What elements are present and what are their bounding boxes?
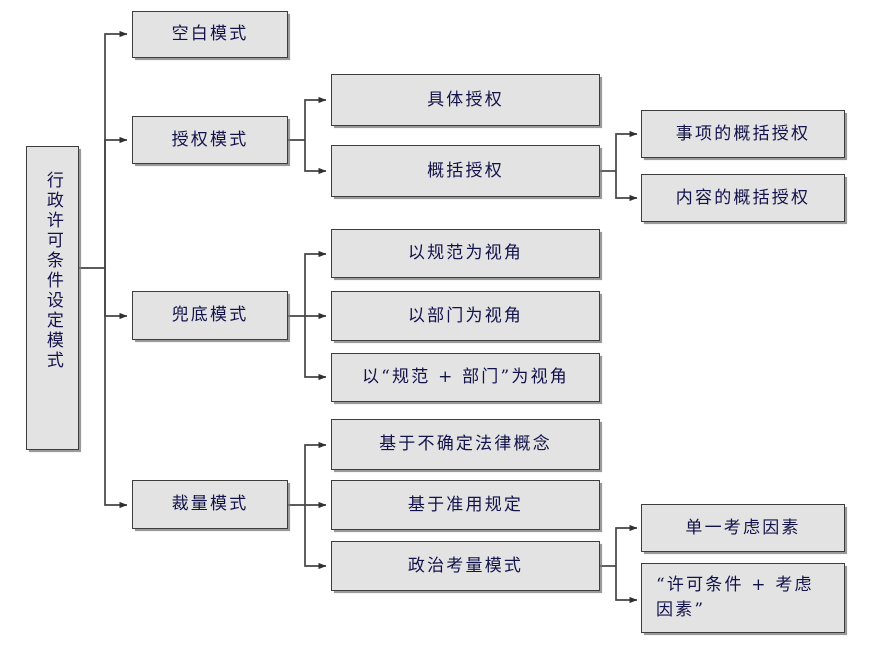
- node-mutatis-mutandis-rule[interactable]: 基于准用规定: [331, 480, 600, 530]
- node-norm-perspective[interactable]: 以规范为视角: [331, 229, 600, 278]
- node-general-authorization[interactable]: 概括授权: [331, 145, 600, 197]
- node-norm-plus-department-perspective[interactable]: 以“规范 + 部门”为视角: [331, 353, 600, 402]
- node-department-perspective[interactable]: 以部门为视角: [331, 291, 600, 341]
- node-root[interactable]: 行政许可条件设定模式: [26, 146, 79, 450]
- node-indeterminate-legal-concept[interactable]: 基于不确定法律概念: [331, 419, 600, 470]
- node-blank-mode[interactable]: 空白模式: [132, 11, 288, 58]
- node-single-consideration-factor[interactable]: 单一考虑因素: [641, 504, 845, 552]
- node-political-consideration-mode[interactable]: 政治考量模式: [331, 541, 600, 591]
- node-matter-general-authorization[interactable]: 事项的概括授权: [641, 110, 845, 158]
- node-specific-authorization[interactable]: 具体授权: [331, 74, 600, 126]
- node-authorize-mode[interactable]: 授权模式: [132, 116, 288, 164]
- node-license-condition-plus-factor[interactable]: “许可条件 + 考虑 因素”: [641, 563, 845, 633]
- node-catchall-mode[interactable]: 兜底模式: [132, 291, 288, 340]
- node-discretion-mode[interactable]: 裁量模式: [132, 480, 288, 529]
- node-content-general-authorization[interactable]: 内容的概括授权: [641, 174, 845, 222]
